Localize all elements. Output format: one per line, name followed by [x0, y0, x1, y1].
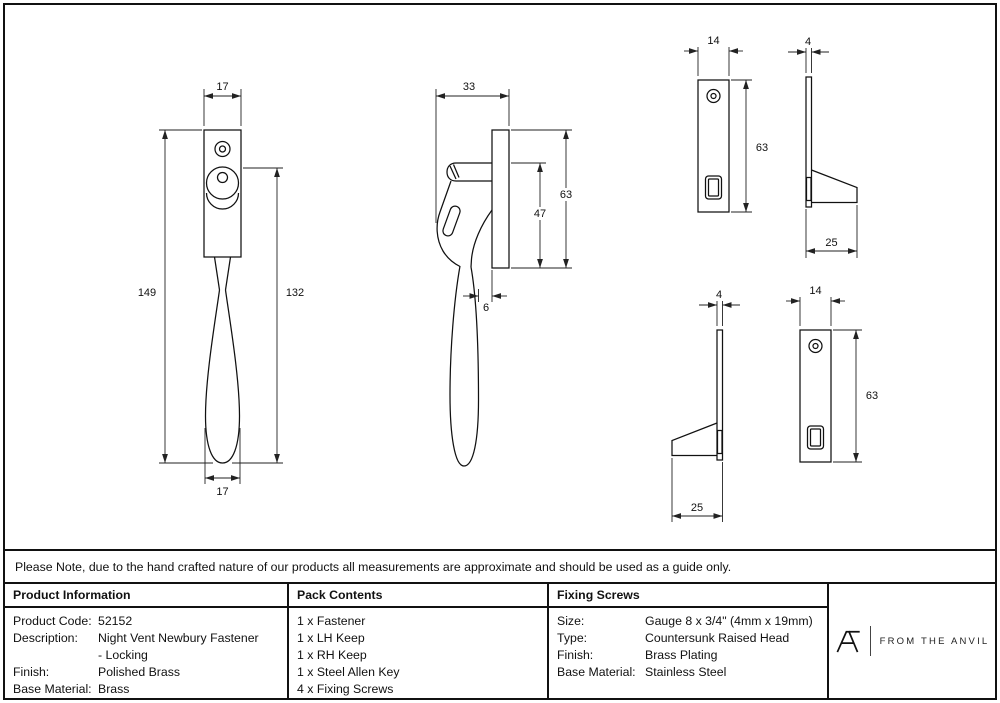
- pack-contents-header: Pack Contents: [287, 584, 547, 608]
- list-item: 4 x Fixing Screws: [297, 682, 394, 696]
- dim-fastener-height-handle: 132: [286, 287, 304, 299]
- brand-logo: FROM THE ANVIL: [827, 584, 995, 698]
- dim-fastener-width-top: 17: [216, 81, 228, 93]
- keep-bottom-front-dimensions: 14 63: [786, 285, 878, 463]
- row-value: Countersunk Raised Head: [645, 631, 790, 645]
- dim-keep-top-thickness: 4: [805, 36, 811, 48]
- product-info-header: Product Information: [5, 584, 287, 608]
- row-value: 52152: [98, 614, 133, 628]
- row-label: Product Code:: [13, 614, 92, 628]
- row-label: Description:: [13, 631, 78, 645]
- product-info-body: Product Code: 52152 Description: Night V…: [5, 608, 287, 698]
- dim-side-height-overall: 63: [560, 189, 572, 201]
- list-item: 1 x RH Keep: [297, 648, 367, 662]
- table-row: Type: Countersunk Raised Head: [557, 630, 819, 647]
- logo-divider: [869, 626, 871, 656]
- list-item: 1 x Steel Allen Key: [297, 665, 400, 679]
- dim-side-depth: 33: [463, 81, 475, 93]
- dim-keep-bottom-thickness: 4: [716, 289, 722, 301]
- table-row: - Locking: [13, 647, 279, 664]
- fastener-side-view: 33 47 63 6: [435, 81, 575, 467]
- dim-keep-top-height: 63: [756, 142, 768, 154]
- row-label: Finish:: [13, 665, 50, 679]
- keep-side-view-bottom: 4 25: [671, 289, 740, 522]
- dim-side-height-inner: 47: [534, 208, 546, 220]
- row-value: Brass Plating: [645, 648, 718, 662]
- dim-fastener-height-overall: 149: [138, 287, 156, 299]
- row-label: Type:: [557, 631, 588, 645]
- row-value: Stainless Steel: [645, 665, 727, 679]
- anvil-logo-icon: [836, 630, 860, 653]
- dim-keep-top-width: 14: [707, 35, 719, 47]
- keep-top-side-dimensions: 4 25: [788, 36, 858, 258]
- row-label: [13, 647, 98, 664]
- table-row: Description: Night Vent Newbury Fastener: [13, 630, 279, 647]
- keep-front-view-top: 14 63: [684, 35, 768, 213]
- drawing-area: 17 149 132 17: [5, 5, 995, 549]
- dim-keep-bottom-depth: 25: [691, 502, 703, 514]
- keep-side-view-top: 4 25: [788, 36, 858, 258]
- keep-bottom-side-dimensions: 4 25: [671, 289, 740, 522]
- table-row: Product Code: 52152: [13, 613, 279, 630]
- fastener-side-dimensions: 33 47 63 6: [435, 81, 575, 314]
- dim-keep-top-depth: 25: [825, 237, 837, 249]
- row-label: Base Material:: [13, 682, 92, 696]
- list-item: 1 x LH Keep: [297, 631, 365, 645]
- pack-contents-body: 1 x Fastener 1 x LH Keep 1 x RH Keep 1 x…: [287, 608, 547, 698]
- row-label: Finish:: [557, 648, 594, 662]
- row-value: - Locking: [98, 648, 148, 662]
- table-row: Base Material: Stainless Steel: [557, 664, 819, 681]
- spec-table: Product Information Pack Contents Fixing…: [5, 582, 995, 698]
- dim-keep-bottom-height: 63: [866, 390, 878, 402]
- fastener-front-dimensions: 17 149 132 17: [138, 81, 304, 498]
- row-value: Night Vent Newbury Fastener: [98, 631, 259, 645]
- row-value: Gauge 8 x 3/4" (4mm x 19mm): [645, 614, 813, 628]
- dim-fastener-width-bottom: 17: [216, 486, 228, 498]
- fastener-front-view: 17 149 132 17: [138, 81, 304, 498]
- sheet-frame: 17 149 132 17: [3, 3, 997, 700]
- fixing-screws-header: Fixing Screws: [547, 584, 827, 608]
- dim-keep-bottom-width: 14: [809, 285, 821, 297]
- table-row: Size: Gauge 8 x 3/4" (4mm x 19mm): [557, 613, 819, 630]
- list-item: 1 x Fastener: [297, 614, 366, 628]
- table-row: Finish: Brass Plating: [557, 647, 819, 664]
- row-value: Polished Brass: [98, 665, 181, 679]
- row-label: Base Material:: [557, 665, 636, 679]
- note-text: Please Note, due to the hand crafted nat…: [15, 559, 732, 574]
- dim-side-gap: 6: [483, 302, 489, 314]
- table-row: Finish: Polished Brass: [13, 664, 279, 681]
- keep-front-view-bottom: 14 63: [786, 285, 878, 463]
- row-label: Size:: [557, 614, 585, 628]
- row-value: Brass: [98, 682, 130, 696]
- note-bar: Please Note, due to the hand crafted nat…: [5, 549, 995, 582]
- brand-name: FROM THE ANVIL: [879, 635, 990, 647]
- keep-top-front-dimensions: 14 63: [684, 35, 768, 213]
- table-row: Base Material: Brass: [13, 681, 279, 698]
- fixing-screws-body: Size: Gauge 8 x 3/4" (4mm x 19mm) Type: …: [547, 608, 827, 698]
- technical-drawing: 17 149 132 17: [138, 35, 878, 522]
